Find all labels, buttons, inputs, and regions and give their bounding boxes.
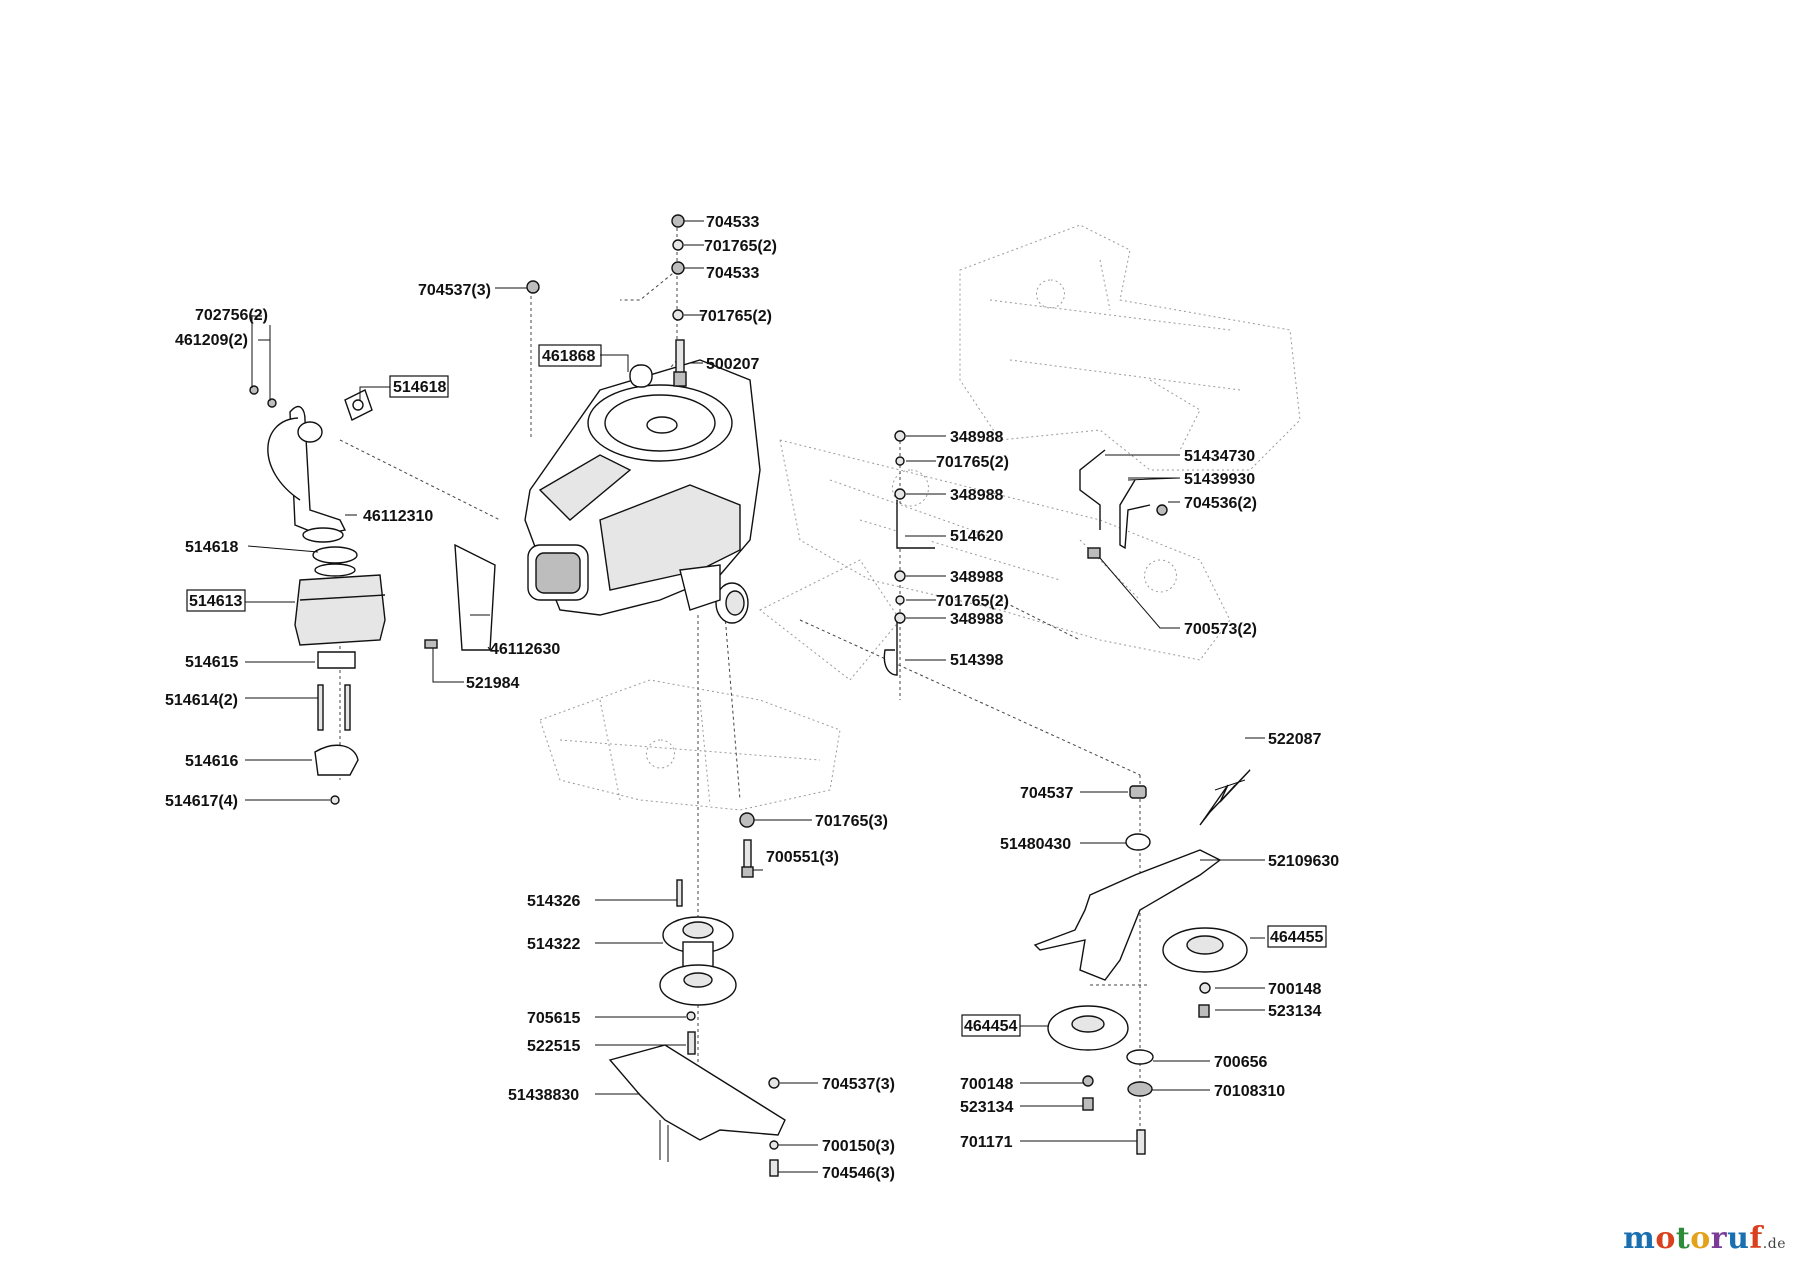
watermark-letter: o: [1655, 1221, 1676, 1256]
label-500207: 500207: [706, 356, 759, 373]
label-522087: 522087: [1268, 731, 1321, 748]
label-705615: 705615: [527, 1010, 580, 1027]
heat-shield: [424, 543, 496, 651]
label-521984: 521984: [466, 675, 519, 692]
label-514326: 514326: [527, 893, 580, 910]
muffler-bracket: [314, 744, 359, 776]
label-701765-2-c: 701765(2): [936, 454, 1009, 471]
engine-assembly: [524, 359, 761, 624]
exhaust-system: [249, 315, 386, 805]
label-514398: 514398: [950, 652, 1003, 669]
label-51439930: 51439930: [1184, 471, 1255, 488]
label-52109630: 52109630: [1268, 853, 1339, 870]
label-702756-2: 702756(2): [195, 307, 268, 324]
label-514322: 514322: [527, 936, 580, 953]
idler-arm: [1033, 849, 1222, 981]
label-514618-boxed: 514618: [393, 379, 446, 396]
muffler: [294, 574, 386, 646]
watermark-letter: u: [1727, 1221, 1750, 1256]
label-523134-left: 523134: [960, 1099, 1013, 1116]
label-frames: [186, 344, 1327, 1037]
label-701765-2-a: 701765(2): [704, 238, 777, 255]
label-51438830: 51438830: [508, 1087, 579, 1104]
label-514617-4: 514617(4): [165, 793, 238, 810]
label-700551-3: 700551(3): [766, 849, 839, 866]
label-70108310: 70108310: [1214, 1083, 1285, 1100]
label-701765-2-b: 701765(2): [699, 308, 772, 325]
watermark-letter: r: [1710, 1221, 1728, 1256]
label-46112310: 46112310: [363, 508, 433, 525]
label-348988-b: 348988: [950, 487, 1003, 504]
label-704533-second: 704533: [706, 265, 759, 282]
label-700148-right: 700148: [1268, 981, 1321, 998]
label-701765-3: 701765(3): [815, 813, 888, 830]
label-514616: 514616: [185, 753, 238, 770]
watermark-letter: m: [1623, 1221, 1656, 1256]
label-523134-right: 523134: [1268, 1003, 1321, 1020]
lower-pulley-assembly: [608, 812, 786, 1177]
label-704536-2: 704536(2): [1184, 495, 1257, 512]
watermark-letter: o: [1690, 1221, 1711, 1256]
label-514618: 514618: [185, 539, 238, 556]
label-461868: 461868: [542, 348, 595, 365]
watermark-letter: f: [1749, 1221, 1763, 1256]
label-700150-3: 700150(3): [822, 1138, 895, 1155]
label-461209-2: 461209(2): [175, 332, 248, 349]
label-704533-top: 704533: [706, 214, 759, 231]
mounting-bracket: [608, 1044, 786, 1141]
part-labels: 704533 701765(2) 704533 704537(3) 701765…: [165, 214, 1339, 1182]
label-464455-boxed: 464455: [1270, 929, 1323, 946]
label-51480430: 51480430: [1000, 836, 1071, 853]
label-348988-c: 348988: [950, 569, 1003, 586]
leader-lines: [245, 220, 1265, 1173]
ghost-frame: [539, 224, 1301, 811]
label-700148-left: 700148: [960, 1076, 1013, 1093]
label-704546-3: 704546(3): [822, 1165, 895, 1182]
label-348988-d: 348988: [950, 611, 1003, 628]
oil-cap: [629, 364, 653, 388]
label-51434730: 51434730: [1184, 448, 1255, 465]
label-700573-2: 700573(2): [1184, 621, 1257, 638]
watermark-name: motoruf: [1623, 1221, 1763, 1256]
idler-assembly: [1033, 769, 1251, 1155]
label-464454-boxed: 464454: [964, 1018, 1017, 1035]
label-700656: 700656: [1214, 1054, 1267, 1071]
label-522515: 522515: [527, 1038, 580, 1055]
label-704537-3-bottom: 704537(3): [822, 1076, 895, 1093]
label-514614-2: 514614(2): [165, 692, 238, 709]
label-46112630: 46112630: [490, 641, 560, 658]
label-514620: 514620: [950, 528, 1003, 545]
label-701765-2-d: 701765(2): [936, 593, 1009, 610]
label-348988-a: 348988: [950, 429, 1003, 446]
watermark-domain: .de: [1762, 1236, 1786, 1252]
label-701171: 701171: [960, 1134, 1013, 1151]
label-514615: 514615: [185, 654, 238, 671]
right-linkage: [1079, 449, 1168, 559]
watermark-letter: t: [1675, 1221, 1691, 1256]
label-704537-3-top: 704537(3): [418, 282, 491, 299]
top-fasteners: [526, 214, 687, 387]
label-704537: 704537: [1020, 785, 1073, 802]
assembly-axes: [339, 228, 1150, 1140]
motoruf-watermark: motoruf.de: [1623, 1221, 1786, 1256]
label-514613-boxed: 514613: [189, 593, 242, 610]
